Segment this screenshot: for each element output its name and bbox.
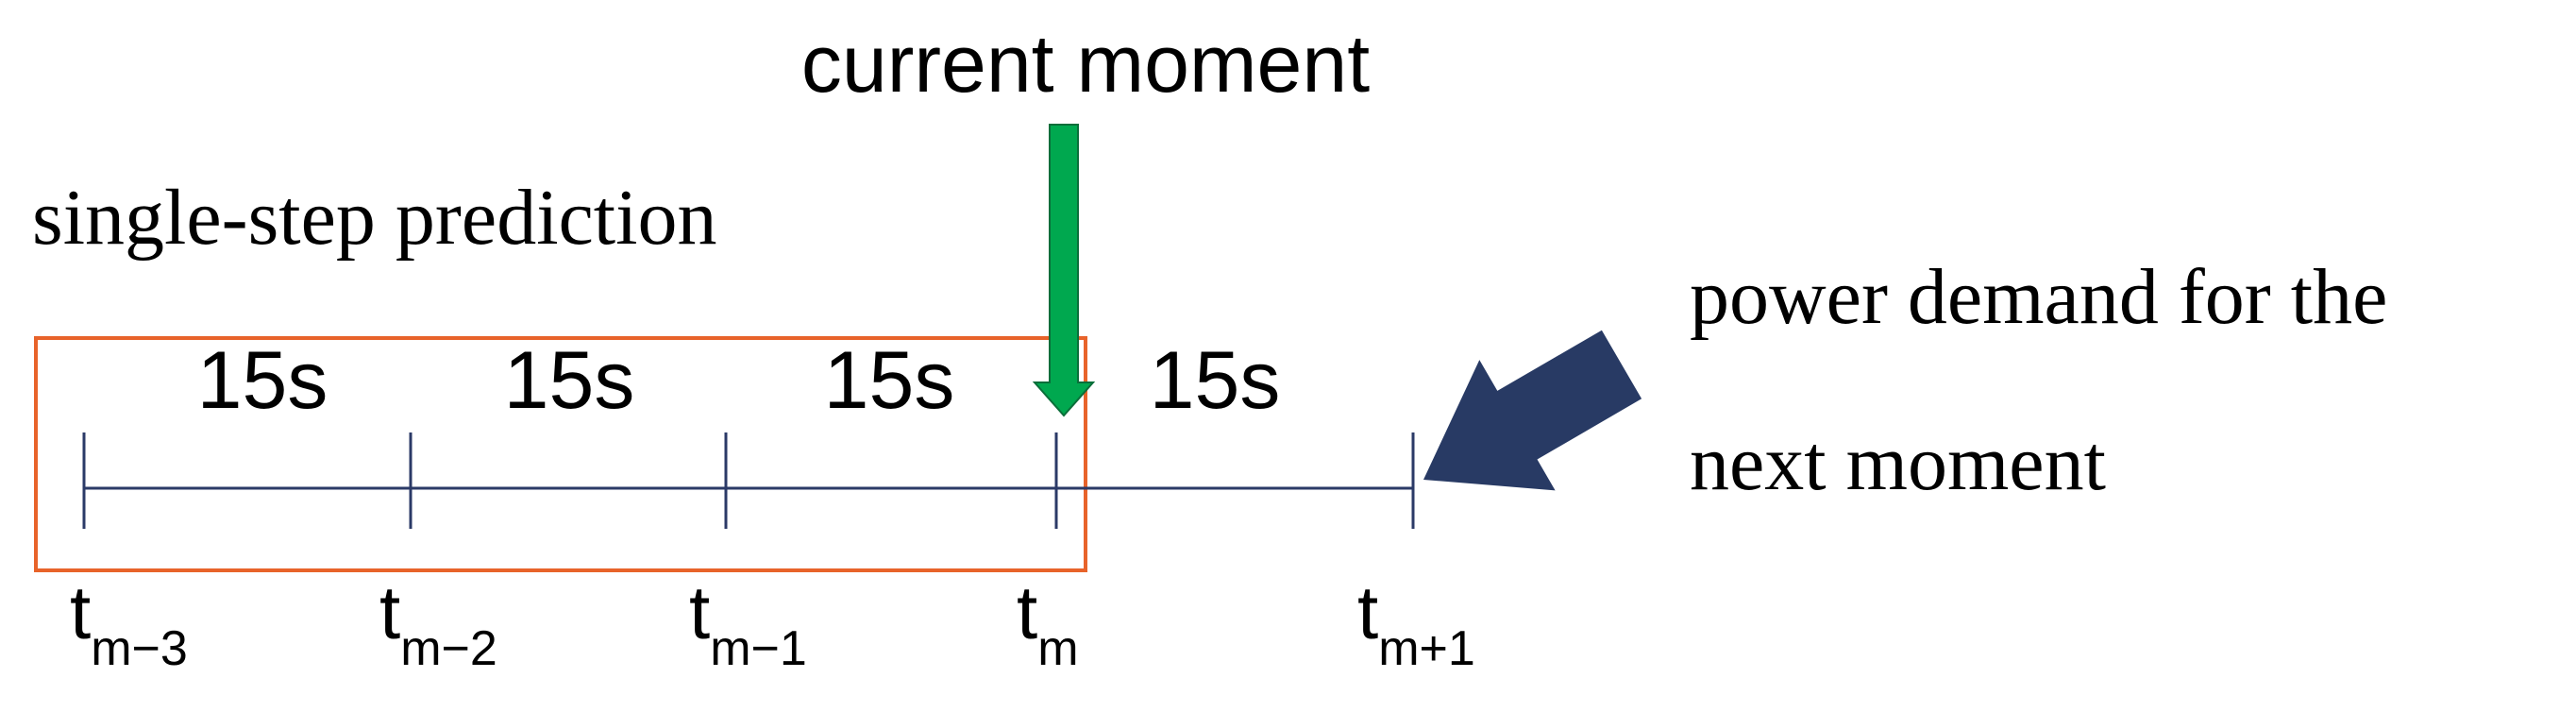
interval-label: 15s — [197, 335, 328, 426]
interval-label: 15s — [1150, 335, 1281, 426]
time-point-label-t-m-2: tm−2 — [379, 570, 497, 676]
power-demand-label-line2: next moment — [1690, 419, 2106, 507]
time-point-main: t — [70, 570, 91, 654]
interval-label: 15s — [504, 335, 635, 426]
current-moment-label: current moment — [801, 19, 1370, 110]
single-step-prediction-label: single-step prediction — [32, 174, 716, 262]
time-point-main: t — [1357, 570, 1378, 654]
interval-label: 15s — [824, 335, 955, 426]
time-point-main: t — [689, 570, 710, 654]
time-point-subscript: m−1 — [710, 621, 807, 676]
time-point-label-t-m: tm — [1017, 570, 1079, 676]
time-point-main: t — [1017, 570, 1037, 654]
time-point-subscript: m+1 — [1378, 621, 1475, 676]
time-point-label-t-m+1: tm+1 — [1357, 570, 1475, 676]
power-demand-label-line1: power demand for the — [1690, 253, 2387, 341]
time-point-subscript: m−2 — [400, 621, 497, 676]
prediction-window-box — [34, 336, 1087, 572]
time-point-main: t — [379, 570, 400, 654]
arrow-down-icon — [1032, 124, 1096, 417]
time-point-label-t-m-3: tm−3 — [70, 570, 188, 676]
time-point-label-t-m-1: tm−1 — [689, 570, 807, 676]
time-point-subscript: m−3 — [91, 621, 188, 676]
time-point-subscript: m — [1037, 621, 1078, 676]
arrow-left-down-icon — [1423, 330, 1642, 491]
